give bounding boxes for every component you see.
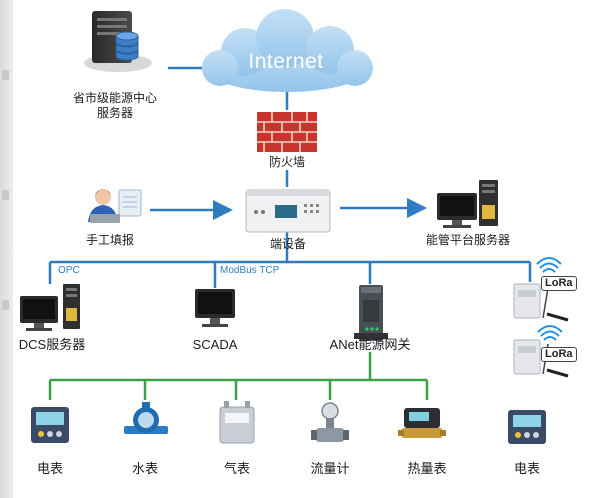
heat-meter-icon (398, 408, 446, 438)
meter-label-4: 流量计 (310, 461, 350, 476)
province-server-label-line1: 省市级能源中心 (72, 91, 157, 105)
end-device-label: 端设备 (269, 237, 306, 251)
platform-server-label: 能管平台服务器 (425, 233, 510, 247)
electric-meter-icon (31, 407, 69, 443)
meter-label-6: 电表 (513, 461, 540, 476)
lora-module-icon-1 (513, 257, 569, 322)
manual-entry-label: 手工填报 (85, 233, 134, 247)
lora-label-1: LoRa (541, 276, 577, 291)
server-database-icon (84, 11, 152, 72)
anet-gateway-label: ANet能源网关 (329, 337, 411, 352)
electric-meter-icon-2 (508, 410, 546, 444)
cloud-label: Internet (248, 50, 324, 73)
firewall-icon (257, 112, 317, 152)
left-edge-strip (0, 0, 13, 498)
opc-label: OPC (58, 265, 80, 276)
lora-label-2: LoRa (541, 347, 577, 362)
scada-monitor-icon (195, 289, 235, 327)
dcs-server-icon (20, 284, 80, 331)
modbus-label: ModBus TCP (220, 265, 280, 276)
person-laptop-icon (88, 189, 142, 223)
platform-server-icon (437, 180, 498, 228)
meter-label-5: 热量表 (407, 461, 447, 476)
blue-connectors (48, 66, 532, 288)
meter-label-3: 气表 (223, 461, 250, 476)
cloud-icon (202, 9, 373, 92)
meter-label-2: 水表 (131, 461, 158, 476)
water-meter-icon (124, 402, 168, 434)
province-server-label-line2: 服务器 (96, 106, 133, 120)
province-server-label: 省市级能源中心 服务器 (70, 91, 160, 121)
lora-module-icon-2 (513, 325, 569, 378)
anet-gateway-icon (354, 285, 388, 341)
dcs-server-label: DCS服务器 (18, 337, 86, 352)
gas-meter-icon (219, 401, 255, 444)
flow-meter-icon (311, 402, 349, 442)
green-connectors (48, 352, 429, 400)
firewall-label: 防火墙 (268, 155, 305, 169)
scada-label: SCADA (192, 337, 238, 352)
gateway-device-icon (245, 189, 331, 233)
meter-label-1: 电表 (36, 461, 63, 476)
